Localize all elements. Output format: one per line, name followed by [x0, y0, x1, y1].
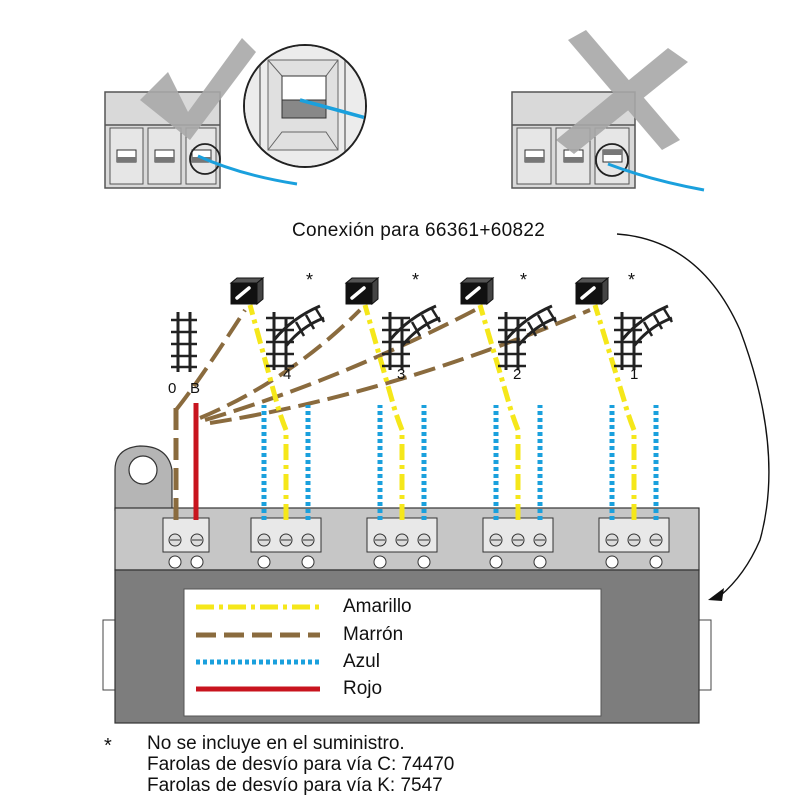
legend-label-red: Rojo [343, 678, 383, 699]
turnout-lantern-icon [344, 276, 380, 306]
arrow-head-icon [708, 588, 724, 601]
footnote-line-3: Farolas de desvío para vía K: 7547 [147, 775, 443, 796]
turnout-lantern-icon [574, 276, 610, 306]
yellow-wire [592, 304, 637, 520]
terminal-label-0: 0 [168, 380, 177, 397]
footnote-line-2: Farolas de desvío para vía C: 74470 [147, 754, 455, 775]
turnout-track-icon [382, 304, 442, 370]
turnout-lantern-icon [229, 276, 265, 306]
asterisk-marker: * [520, 270, 528, 290]
cross-mark-icon [556, 30, 688, 154]
connection-label: Conexión para 66361+60822 [292, 220, 546, 241]
turnout-track-icon [614, 304, 674, 370]
output-label-2: 2 [513, 366, 522, 383]
turnout-track-icon [498, 304, 558, 370]
legend-label-blue: Azul [343, 651, 380, 672]
asterisk-marker: * [412, 270, 420, 290]
turnout-track-icon [266, 304, 326, 370]
terminal-label-b: B [190, 380, 201, 397]
legend-swatches [196, 604, 320, 692]
legend-label-yellow: Amarillo [343, 596, 412, 617]
asterisk-marker: * [628, 270, 636, 290]
terminal-block-output [482, 517, 554, 569]
yellow-wire [247, 304, 289, 520]
terminal-block-power [162, 517, 210, 569]
incorrect-connection-illustration [511, 30, 705, 192]
footnote-marker: * [104, 735, 112, 757]
output-label-1: 1 [630, 366, 639, 383]
wiring [173, 308, 591, 520]
yellow-wire [477, 304, 521, 520]
turnout-lantern-icon [459, 276, 495, 306]
terminal-block-output [250, 517, 322, 569]
legend-panel [183, 588, 602, 717]
footnote-line-1: No se incluye en el suministro. [147, 733, 405, 754]
straight-track-icon [171, 312, 197, 372]
connection-arrow [616, 233, 770, 597]
decoder-housing [102, 445, 712, 724]
terminal-block-output [366, 517, 438, 569]
output-label-4: 4 [283, 366, 292, 383]
checkmark-icon [140, 38, 256, 140]
magnified-terminal-detail [243, 44, 367, 168]
yellow-wire [362, 304, 405, 520]
output-label-3: 3 [397, 366, 406, 383]
asterisk-marker: * [306, 270, 314, 290]
correct-connection-illustration [104, 38, 298, 189]
legend-label-brown: Marrón [343, 624, 404, 645]
